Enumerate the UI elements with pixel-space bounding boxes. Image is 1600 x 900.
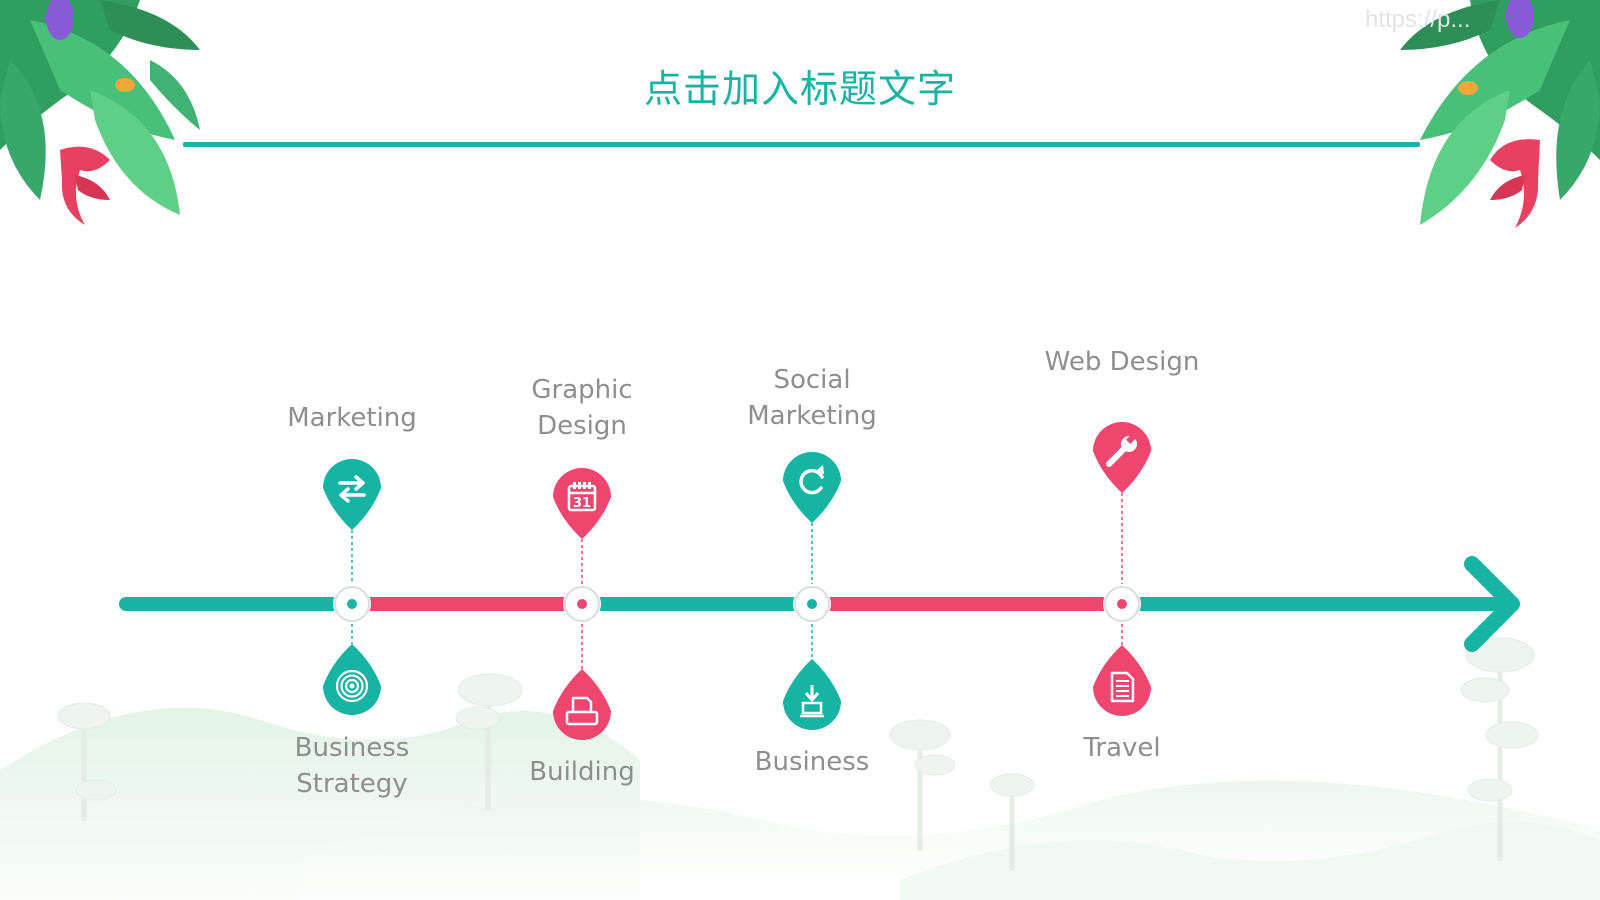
- marker-4-top-label[interactable]: Web Design: [1044, 347, 1200, 377]
- download-icon: [800, 685, 824, 718]
- refresh-icon: [799, 465, 824, 495]
- marker-3-bottom-label[interactable]: Business: [754, 747, 870, 777]
- marker-3-bottom-pin[interactable]: [783, 659, 841, 730]
- document-icon: [1110, 671, 1135, 703]
- target-icon: [335, 669, 369, 703]
- marker-2-top-pin[interactable]: 31: [553, 468, 611, 539]
- printer-icon: [565, 696, 599, 726]
- cloud-trees-illustration: [57, 637, 1539, 871]
- marker-1-bottom-pin[interactable]: [323, 644, 381, 715]
- marker-4-bottom-pin[interactable]: [1093, 645, 1151, 716]
- timeline-node-4[interactable]: [1103, 585, 1141, 623]
- marker-2-bottom-label[interactable]: Building: [529, 757, 635, 787]
- foliage-top-right: [1400, 0, 1600, 228]
- title-underline: [183, 142, 1420, 147]
- marker-4-bottom-label[interactable]: Travel: [1083, 733, 1161, 763]
- marker-4-top-pin[interactable]: [1093, 422, 1151, 493]
- timeline-node-2[interactable]: [563, 585, 601, 623]
- foliage-top-left: [0, 0, 200, 225]
- swap-arrows-icon: [338, 475, 366, 503]
- svg-text:31: 31: [573, 496, 591, 511]
- timeline-node-1[interactable]: [333, 585, 371, 623]
- timeline-axis: [119, 556, 1520, 652]
- watermark-text: https://p...: [1365, 6, 1471, 33]
- hills-illustration: [0, 707, 1600, 900]
- marker-3-top-pin[interactable]: [783, 452, 841, 523]
- wrench-icon: [1106, 433, 1137, 467]
- marker-1-top-pin[interactable]: [323, 459, 381, 530]
- timeline-node-3[interactable]: [793, 585, 831, 623]
- timeline-markers: 31: [323, 422, 1151, 740]
- marker-2-bottom-pin[interactable]: [553, 669, 611, 740]
- slide-title[interactable]: 点击加入标题文字: [643, 67, 956, 111]
- marker-1-top-label[interactable]: Marketing: [287, 403, 417, 433]
- calendar-icon: 31: [567, 482, 597, 512]
- timeline-arrowhead: [1464, 556, 1520, 652]
